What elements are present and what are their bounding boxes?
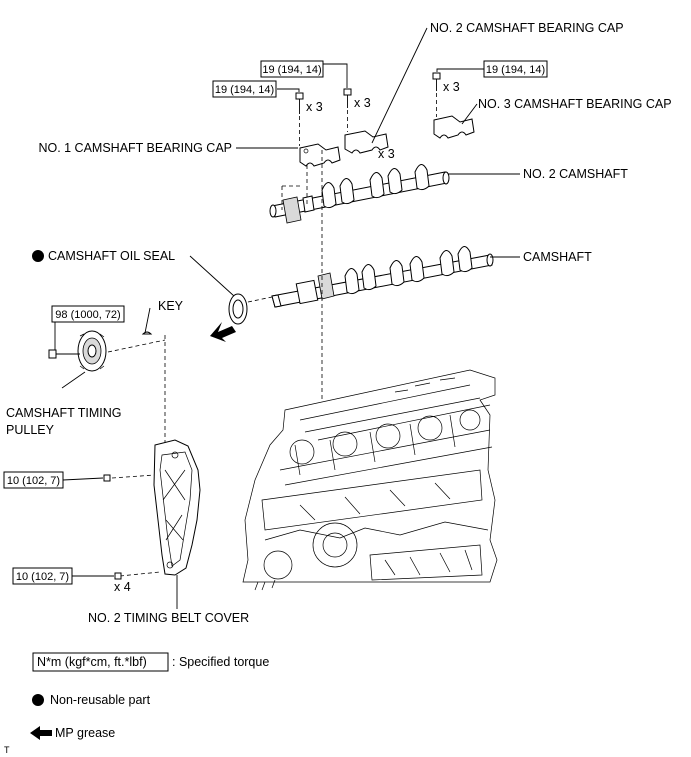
no2-cap-bolt: [343, 88, 352, 108]
svg-text:19 (194, 14): 19 (194, 14): [215, 84, 274, 96]
legend-nonreusable-icon: [32, 694, 44, 706]
torque-no1-cap: 19 (194, 14): [212, 80, 277, 98]
qty-cover-bolts: x 4: [114, 580, 131, 594]
camshaft-oil-seal: [228, 293, 248, 325]
legend-grease-text: MP grease: [55, 726, 115, 740]
qty-no3-bolts: x 3: [443, 80, 460, 94]
mp-grease-arrow: [210, 322, 236, 342]
svg-text:19 (194, 14): 19 (194, 14): [262, 64, 321, 76]
legend-torque-units: N*m (kgf*cm, ft.*lbf): [37, 655, 147, 669]
qty-no2-caps: x 3: [378, 147, 395, 161]
svg-text:10 (102, 7): 10 (102, 7): [16, 571, 69, 583]
camshaft: [271, 246, 494, 308]
torque-cover-upper: 10 (102, 7): [3, 471, 64, 489]
no1-camshaft-bearing-cap: [299, 143, 341, 167]
torque-cover-lower: 10 (102, 7): [12, 567, 73, 585]
no2-camshaft: [269, 164, 450, 224]
label-camshaft-oil-seal: CAMSHAFT OIL SEAL: [48, 249, 175, 263]
torque-no2-cap: 19 (194, 14): [260, 60, 324, 78]
no2-camshaft-bearing-cap: [344, 130, 389, 154]
cover-bolt-lower: [114, 572, 122, 580]
label-no2-timing-belt-cover: NO. 2 TIMING BELT COVER: [88, 611, 249, 625]
cover-bolt-upper: [103, 474, 111, 482]
legend-grease-arrow-icon: [30, 726, 52, 740]
legend-torque-box: [32, 652, 169, 672]
torque-pulley: 98 (1000, 72): [51, 305, 125, 323]
corner-mark: T: [4, 745, 10, 755]
no1-cap-bolt: [295, 92, 304, 114]
no2-timing-belt-cover: [153, 439, 201, 576]
svg-text:98 (1000, 72): 98 (1000, 72): [55, 309, 120, 321]
torque-no3-cap: 19 (194, 14): [483, 60, 548, 78]
label-key: KEY: [158, 299, 184, 313]
label-no2-camshaft: NO. 2 CAMSHAFT: [523, 167, 628, 181]
camshaft-timing-pulley: [77, 330, 107, 372]
legend-nonreusable-text: Non-reusable part: [50, 693, 151, 707]
qty-no2-bolts: x 3: [354, 96, 371, 110]
engine-cylinder-head: [242, 369, 498, 591]
svg-text:19 (194, 14): 19 (194, 14): [486, 64, 545, 76]
label-pulley-line1: CAMSHAFT TIMING: [6, 406, 122, 420]
label-no1-bearing-cap: NO. 1 CAMSHAFT BEARING CAP: [38, 141, 232, 155]
qty-no1-bolts: x 3: [306, 100, 323, 114]
no3-camshaft-bearing-cap: [433, 115, 475, 139]
nonreusable-marker: [32, 250, 44, 262]
pulley-bolt: [48, 349, 80, 359]
no3-cap-bolt: [432, 72, 441, 91]
legend: N*m (kgf*cm, ft.*lbf) : Specified torque…: [30, 652, 269, 740]
label-camshaft: CAMSHAFT: [523, 250, 592, 264]
key: [141, 331, 153, 335]
label-no2-bearing-cap: NO. 2 CAMSHAFT BEARING CAP: [430, 21, 624, 35]
label-pulley-line2: PULLEY: [6, 423, 55, 437]
legend-torque-text: : Specified torque: [172, 655, 269, 669]
label-no3-bearing-cap: NO. 3 CAMSHAFT BEARING CAP: [478, 97, 672, 111]
svg-text:10 (102, 7): 10 (102, 7): [7, 475, 60, 487]
